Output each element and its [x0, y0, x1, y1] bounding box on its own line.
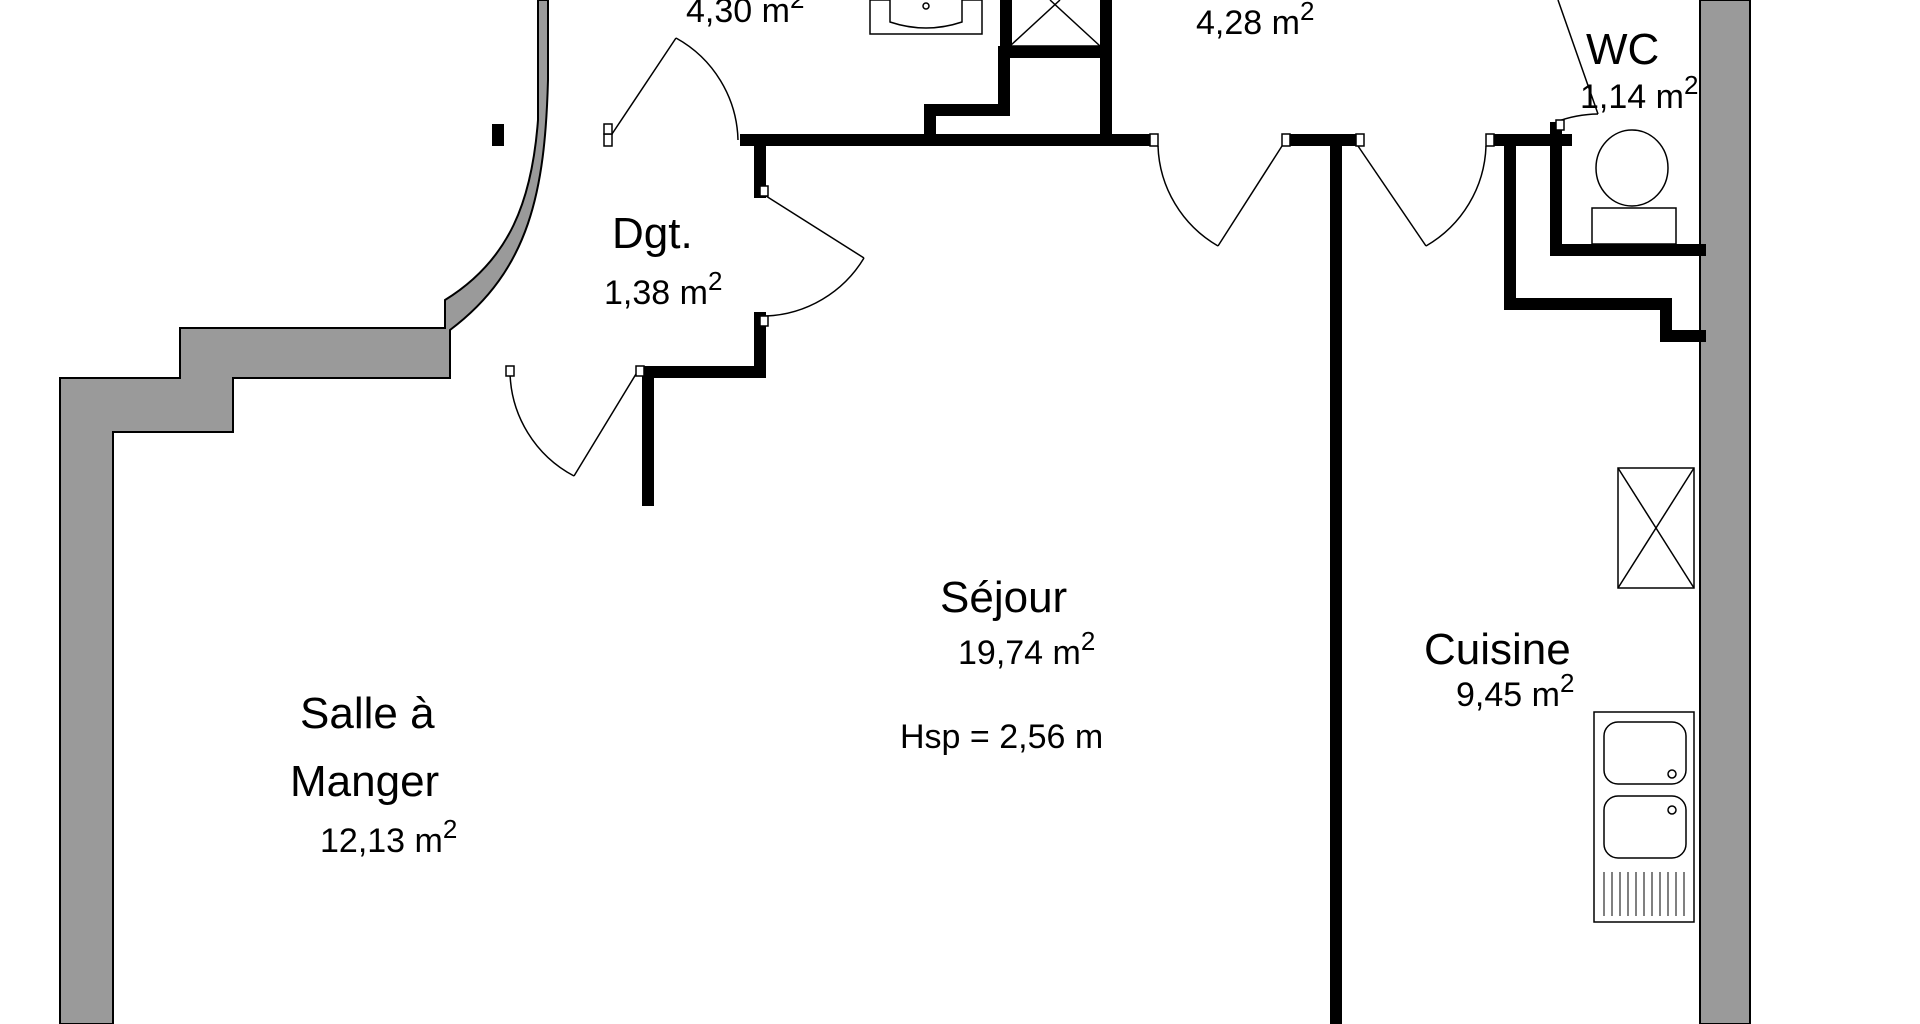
exterior-wall-right	[1699, 0, 1751, 1024]
room-area-hall: 4,28 m2	[1196, 0, 1314, 42]
double-sink-icon	[1593, 711, 1695, 923]
room-area-salle-a-manger: 12,13 m2	[320, 814, 457, 860]
room-name-salle-a-manger-line1: Salle à	[300, 689, 435, 738]
room-name-cuisine: Cuisine	[1424, 625, 1571, 674]
room-area-sejour: 19,74 m2	[958, 626, 1095, 672]
shower-icon	[1009, 0, 1101, 47]
stove-icon	[1617, 467, 1695, 589]
room-name-wc: WC	[1586, 25, 1659, 74]
toilet-icon	[1591, 129, 1677, 245]
ceiling-height-note: Hsp = 2,56 m	[900, 718, 1103, 756]
exterior-wall-left	[59, 0, 549, 1024]
room-area-bathroom: 4,30 m2	[686, 0, 804, 30]
room-area-dgt: 1,38 m2	[604, 266, 722, 312]
room-name-dgt: Dgt.	[612, 209, 693, 258]
room-area-wc: 1,14 m2	[1580, 70, 1698, 116]
interior-partitions	[492, 0, 1706, 1024]
room-name-salle-a-manger-line2: Manger	[290, 757, 439, 806]
room-area-cuisine: 9,45 m2	[1456, 668, 1574, 714]
room-name-sejour: Séjour	[940, 573, 1067, 622]
doors	[505, 0, 1599, 477]
washbasin-icon	[869, 0, 983, 35]
